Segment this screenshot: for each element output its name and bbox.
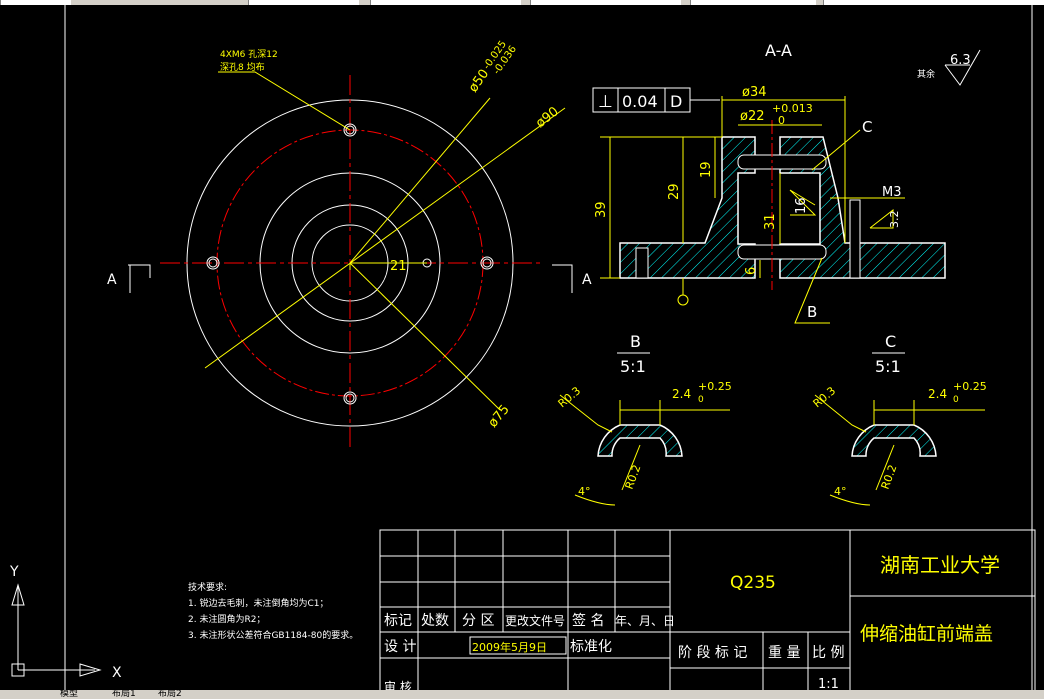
- lineweight-dropdown[interactable]: [530, 0, 681, 5]
- layout-tab-bar: 模型 布局1 布局2: [0, 690, 1044, 699]
- svg-text:签 名: 签 名: [572, 612, 604, 629]
- plan-dimension-leaders: [204, 71, 566, 411]
- detail-b: B 5:1 R0.3 2.4 +0.25 0 R0.2 4°: [556, 332, 732, 506]
- svg-text:处数: 处数: [421, 613, 449, 629]
- section-marker-right: A: [582, 272, 592, 288]
- svg-text:⊥: ⊥: [598, 92, 613, 112]
- roughness-3-2: 3.2: [888, 211, 901, 229]
- svg-text:阶 段 标 记: 阶 段 标 记: [678, 645, 747, 661]
- groove-c: [737, 154, 827, 170]
- svg-text:年、月、日: 年、月、日: [615, 614, 675, 628]
- bolt-hole-section: [635, 247, 649, 279]
- dim-22-tol-lower: 0: [778, 114, 785, 127]
- title-block: [379, 529, 1036, 692]
- university-name: 湖南工业大学: [880, 553, 1000, 577]
- application-toolbar-edge: [0, 0, 1044, 5]
- svg-text:标记: 标记: [384, 613, 412, 629]
- svg-text:R0.2: R0.2: [623, 463, 644, 491]
- svg-text:2.4: 2.4: [928, 387, 947, 401]
- svg-text:审 核: 审 核: [384, 679, 412, 692]
- dim-22-tol-upper: +0.013: [772, 102, 813, 115]
- svg-text:其余: 其余: [917, 68, 935, 80]
- svg-text:R0.3: R0.3: [811, 384, 839, 410]
- tapped-hole: [849, 199, 861, 279]
- svg-text:标准化: 标准化: [570, 639, 612, 655]
- svg-text:重 量: 重 量: [768, 645, 800, 661]
- detail-b-scale: 5:1: [620, 357, 646, 376]
- svg-text:比 例: 比 例: [812, 645, 844, 661]
- svg-text:2. 未注圆角为R2；: 2. 未注圆角为R2；: [188, 613, 265, 625]
- linetype-dropdown[interactable]: [370, 0, 521, 5]
- technical-notes: 技术要求: 1. 锐边去毛刺，未注倒角均为C1； 2. 未注圆角为R2； 3. …: [188, 581, 358, 641]
- svg-text:4°: 4°: [834, 485, 847, 498]
- svg-text:技术要求:: 技术要求:: [188, 581, 227, 593]
- svg-text:4°: 4°: [578, 485, 591, 498]
- svg-text:+0.25: +0.25: [953, 380, 987, 393]
- svg-text:0: 0: [953, 395, 959, 405]
- svg-text:+0.25: +0.25: [698, 380, 732, 393]
- toolbar-icons-strip[interactable]: [0, 0, 71, 5]
- dim-19: 19: [699, 161, 714, 178]
- dim-21: 21: [390, 259, 407, 274]
- gdt-frame: ⊥ 0.04 D: [592, 87, 720, 113]
- section-arrow-right: [552, 264, 573, 293]
- plotstyle-dropdown[interactable]: [690, 0, 816, 5]
- detail-c: C 5:1 R0.3 2.4 +0.25 0 R0.2 4°: [811, 332, 987, 506]
- general-roughness-note: 其余 6.3: [917, 49, 981, 86]
- svg-text:R0.2: R0.2: [879, 463, 900, 491]
- detail-b-letter: B: [630, 332, 641, 351]
- section-dimension-lines: [600, 96, 905, 324]
- section-right-body: [779, 136, 946, 279]
- dim-29: 29: [667, 183, 682, 200]
- detail-c-scale: 5:1: [875, 357, 901, 376]
- label-c: C: [862, 118, 872, 136]
- tab-layout1[interactable]: 布局1: [112, 690, 136, 699]
- svg-text:0.04: 0.04: [622, 92, 658, 111]
- section-title: A-A: [765, 41, 792, 60]
- svg-text:1. 锐边去毛刺，未注倒角均为C1；: 1. 锐边去毛刺，未注倒角均为C1；: [188, 597, 328, 609]
- svg-text:设 计: 设 计: [384, 639, 416, 655]
- plan-view: 4XM6 孔深12 深孔8 均布 21 ø50 -0.025 -0.036 ø9…: [107, 39, 592, 450]
- dim-pitch-75: ø75: [486, 402, 513, 430]
- section-view: A-A ⊥ 0.04 D: [592, 41, 946, 324]
- svg-text:D: D: [670, 92, 682, 111]
- tab-layout2[interactable]: 布局2: [158, 690, 182, 699]
- dim-34: ø34: [742, 85, 767, 100]
- drawing-name: 伸缩油缸前端盖: [860, 623, 993, 645]
- dim-outer-90: ø90: [533, 104, 562, 131]
- hole-note-line2: 深孔8 均布: [220, 61, 265, 73]
- drawing-canvas[interactable]: 4XM6 孔深12 深孔8 均布 21 ø50 -0.025 -0.036 ø9…: [0, 5, 1044, 692]
- tab-model[interactable]: 模型: [60, 690, 79, 699]
- dim-39: 39: [594, 201, 609, 218]
- svg-text:R0.3: R0.3: [556, 384, 584, 410]
- dim-6: 6: [744, 267, 759, 275]
- detail-c-letter: C: [885, 332, 896, 351]
- svg-text:2.4: 2.4: [672, 387, 691, 401]
- svg-text:分 区: 分 区: [462, 613, 494, 629]
- dim-31: 31: [763, 213, 778, 230]
- groove-b: [737, 244, 827, 260]
- color-dropdown[interactable]: [823, 0, 1044, 5]
- svg-text:3. 未注形状公差符合GB1184-80的要求。: 3. 未注形状公差符合GB1184-80的要求。: [188, 629, 358, 641]
- svg-text:1:1: 1:1: [818, 677, 839, 692]
- material-text: Q235: [730, 573, 776, 593]
- section-left-body: [619, 136, 756, 279]
- section-marker-left: A: [107, 272, 117, 288]
- svg-text:X: X: [112, 665, 122, 681]
- label-b: B: [807, 303, 817, 321]
- dim-22: ø22: [740, 109, 765, 124]
- svg-text:Y: Y: [9, 564, 19, 580]
- svg-text:0: 0: [698, 395, 704, 405]
- section-arrow-left: [128, 264, 151, 278]
- svg-text:6.3: 6.3: [950, 53, 971, 68]
- layer-dropdown[interactable]: [248, 0, 359, 5]
- design-date: 2009年5月9日: [472, 640, 547, 654]
- thread-m3: M3: [882, 185, 902, 200]
- ucs-icon: Y X: [9, 564, 122, 681]
- roughness-1-6: 16: [794, 197, 809, 214]
- title-block-text: Q235 湖南工业大学 伸缩油缸前端盖 标记 处数 分 区 更改文件号 签 名 …: [384, 553, 1000, 692]
- svg-text:更改文件号: 更改文件号: [505, 613, 565, 628]
- hole-note-line1: 4XM6 孔深12: [220, 49, 278, 60]
